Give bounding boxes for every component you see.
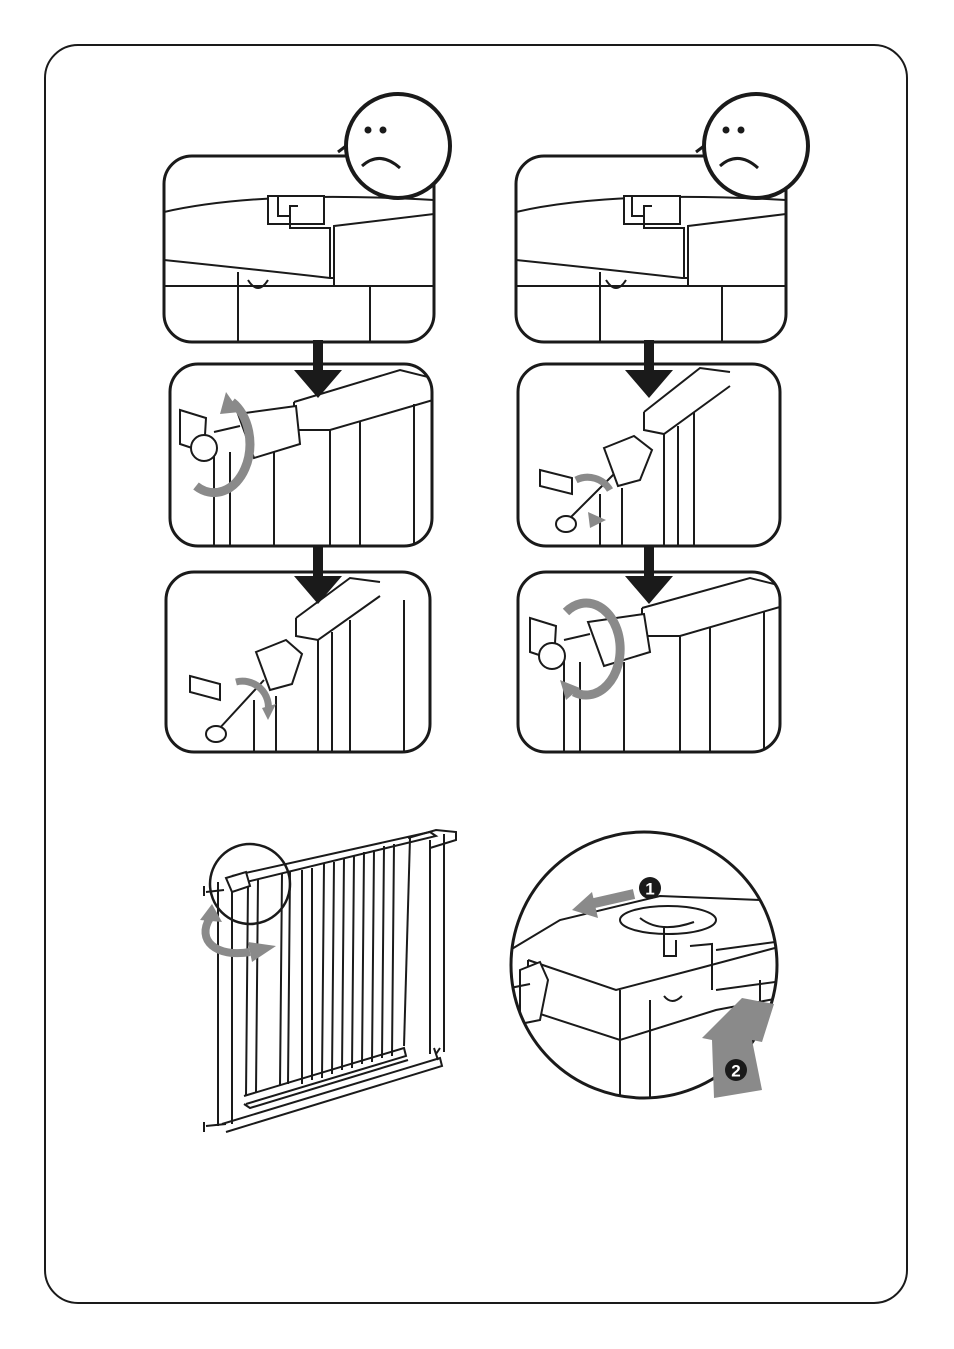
step-2-arrow-icon [702, 998, 774, 1098]
step-1-number: 1 [645, 880, 654, 899]
sad-face-icon [696, 94, 808, 198]
left-panel-3-latch-lifted [166, 572, 430, 752]
rotate-arrow-icon [200, 904, 276, 962]
gate-overview [204, 830, 456, 1132]
step-2-number: 2 [731, 1062, 740, 1081]
down-arrow-icon [625, 546, 673, 604]
sad-face-icon [338, 94, 450, 198]
step-1-badge: 1 [639, 877, 661, 899]
right-panel-3-knob-turn [518, 572, 790, 752]
step-2-badge: 2 [725, 1059, 747, 1081]
down-arrow-icon [625, 340, 673, 398]
left-panel-2-knob-turn [170, 364, 440, 546]
down-arrow-icon [294, 546, 342, 604]
